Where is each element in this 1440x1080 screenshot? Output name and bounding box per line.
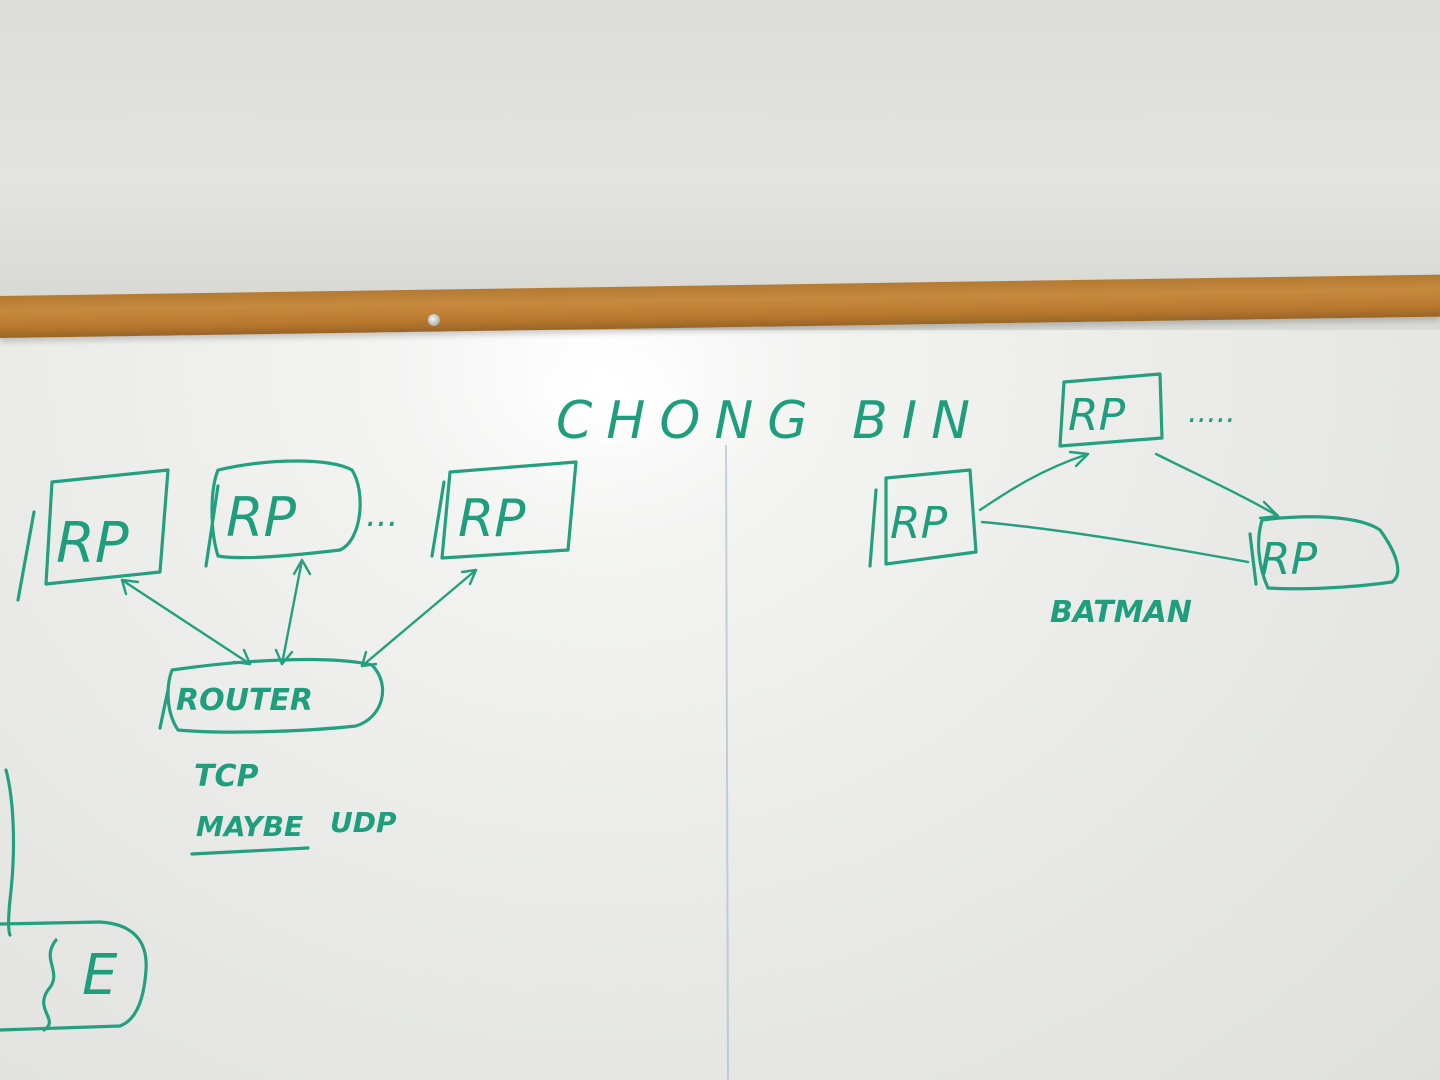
link-left-to-right	[980, 520, 1250, 564]
right-rp-node-right: RP	[1248, 515, 1400, 591]
board-divider-line	[725, 444, 729, 1080]
wall	[0, 0, 1440, 300]
right-rp-node-left-label: RP	[890, 498, 948, 549]
right-rp-node-top-label: RP	[1068, 390, 1126, 441]
left-rp-node-3: RP	[430, 460, 578, 560]
left-ellipsis: ...	[366, 495, 398, 535]
router-label: ROUTER	[176, 683, 313, 718]
note-maybe-underlined: MAYBE	[196, 810, 303, 843]
right-rp-node-right-label: RP	[1260, 534, 1318, 585]
left-diagram: RP RP ... RP ROUTER	[16, 459, 578, 856]
arrow-rp2-router	[280, 558, 304, 666]
left-rp-node-2-label: RP	[226, 486, 297, 549]
left-router-node: ROUTER	[158, 657, 385, 734]
link-left-to-top	[978, 452, 1090, 512]
heading-text: CHONG BIN	[556, 391, 984, 451]
edge-fragment-letter: E	[82, 943, 118, 1008]
whiteboard-surface	[0, 330, 1440, 1080]
left-rp-node-1: RP	[16, 468, 170, 602]
arrow-rp3-router	[360, 568, 478, 668]
right-diagram: RP ..... RP RP BATMAN	[868, 372, 1400, 630]
light-glare	[520, 340, 710, 450]
right-rp-node-left: RP	[868, 468, 978, 568]
right-caption: BATMAN	[1050, 595, 1192, 630]
note-protocol-2: UDP	[330, 806, 397, 839]
left-rp-node-3-label: RP	[458, 489, 526, 549]
maybe-underline	[190, 846, 310, 856]
arrow-rp1-router	[120, 578, 252, 666]
edge-fragment: E	[0, 768, 148, 1032]
screw-icon	[428, 314, 440, 326]
left-rp-node-2: RP	[204, 459, 362, 568]
left-rp-node-1-label: RP	[56, 511, 129, 576]
right-rp-node-top: RP	[1058, 372, 1164, 448]
link-top-to-right	[1154, 452, 1280, 518]
note-protocol-1: TCP	[194, 759, 258, 794]
right-ellipsis: .....	[1188, 395, 1236, 430]
